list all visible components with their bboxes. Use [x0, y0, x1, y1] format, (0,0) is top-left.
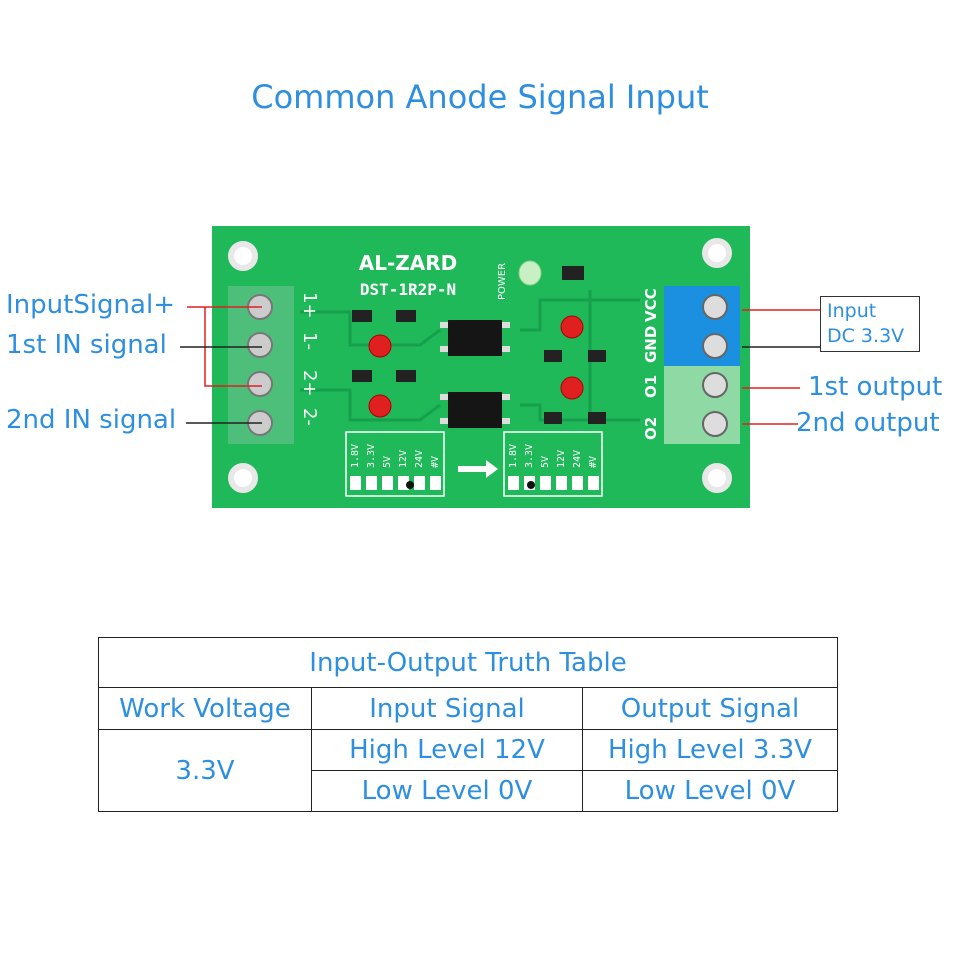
- header-output-signal: Output Signal: [582, 687, 838, 730]
- svg-text:1+: 1+: [299, 292, 320, 319]
- header-input-signal: Input Signal: [311, 687, 583, 730]
- header-work-voltage: Work Voltage: [98, 687, 312, 730]
- svg-text:O2: O2: [642, 417, 660, 440]
- arrow-icon: [458, 460, 498, 478]
- truth-table: Input-Output Truth Table Work Voltage In…: [98, 637, 838, 812]
- svg-text:2+: 2+: [299, 370, 320, 397]
- pcb-board: [212, 226, 750, 508]
- voltage-option-labels: 1.8V 3.3V 5V 12V 24V #V 1.8V 3.3V 5V 12V…: [350, 444, 599, 468]
- page-title: Common Anode Signal Input: [251, 78, 709, 116]
- optocoupler-1: [448, 320, 502, 356]
- input-low-cell: Low Level 0V: [311, 770, 583, 812]
- svg-text:3.3V: 3.3V: [366, 444, 377, 468]
- callout-1st-output: 1st output: [808, 372, 943, 402]
- svg-text:2-: 2-: [299, 408, 320, 426]
- voltage-selector-right: [503, 431, 603, 497]
- model-label: DST-1R2P-N: [360, 280, 456, 299]
- svg-text:GND: GND: [642, 326, 660, 363]
- svg-text:24V: 24V: [572, 450, 583, 468]
- svg-text:24V: 24V: [414, 450, 425, 468]
- svg-text:VCC: VCC: [642, 288, 660, 322]
- smd-resistor: [562, 266, 584, 280]
- work-voltage-value: 3.3V: [98, 729, 312, 812]
- svg-text:5V: 5V: [382, 456, 393, 468]
- power-terminal-block: [664, 286, 740, 366]
- smd-components: [352, 310, 606, 424]
- callout-1st-in-signal: 1st IN signal: [6, 330, 167, 360]
- power-led: [518, 260, 542, 286]
- mounting-holes: [228, 238, 732, 493]
- svg-text:1-: 1-: [299, 332, 320, 350]
- callout-2nd-in-signal: 2nd IN signal: [6, 405, 177, 435]
- output-terminal-labels: VCC GND O1 O2: [642, 288, 660, 440]
- callout-input-dc-box: Input DC 3.3V: [820, 296, 920, 352]
- output-screws: [702, 294, 728, 437]
- svg-text:1.8V: 1.8V: [508, 444, 519, 468]
- svg-text:3.3V: 3.3V: [524, 444, 535, 468]
- svg-text:12V: 12V: [398, 450, 409, 468]
- output-high-cell: High Level 3.3V: [582, 729, 838, 771]
- red-leds: [368, 315, 584, 418]
- brand-logo: AL-ZARD: [359, 251, 458, 275]
- output-low-cell: Low Level 0V: [582, 770, 838, 812]
- callout-input-signal-plus: InputSignal+: [6, 290, 175, 320]
- table-row: Low Level 0V Low Level 0V: [99, 770, 838, 812]
- svg-text:5V: 5V: [540, 456, 551, 468]
- optocoupler-2: [448, 392, 502, 428]
- output-terminal-block: [664, 366, 740, 444]
- callout-lines-black: [180, 346, 820, 424]
- callout-input-dc-line1: Input: [827, 300, 877, 322]
- input-terminal-labels: 1+ 1- 2+ 2-: [299, 292, 320, 426]
- svg-text:12V: 12V: [556, 450, 567, 468]
- callout-lines-red: [187, 306, 820, 425]
- input-high-cell: High Level 12V: [311, 729, 583, 771]
- table-row: 3.3V High Level 12V High Level 3.3V: [98, 729, 838, 812]
- svg-text:#V: #V: [588, 456, 599, 468]
- solder-dot: [527, 481, 535, 489]
- voltage-selector-left: [345, 431, 445, 497]
- truth-table-caption: Input-Output Truth Table: [98, 637, 838, 688]
- solder-dot: [406, 481, 414, 489]
- svg-text:1.8V: 1.8V: [350, 444, 361, 468]
- svg-text:O1: O1: [642, 375, 660, 398]
- power-label: POWER: [497, 263, 508, 300]
- svg-text:#V: #V: [430, 456, 441, 468]
- callout-input-dc-line2: DC 3.3V: [827, 325, 905, 347]
- callout-2nd-output: 2nd output: [796, 408, 940, 438]
